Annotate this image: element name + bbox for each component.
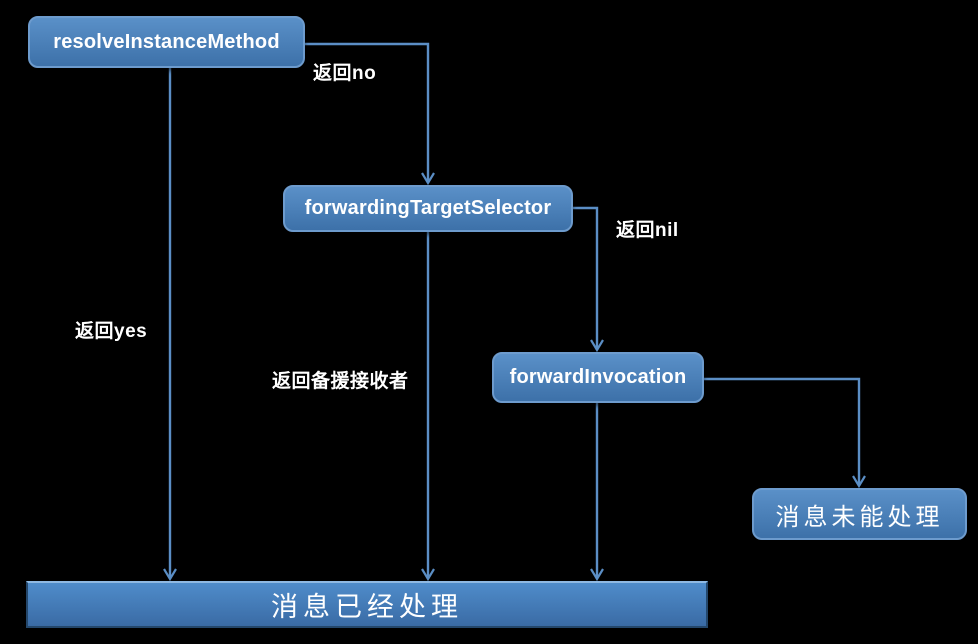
node-resolve-instance-method: resolveInstanceMethod (28, 16, 305, 68)
edge-label-return-yes: 返回yes (75, 321, 148, 342)
edge-label-return-nil: 返回nil (616, 220, 679, 241)
edge-label-return-backup-receiver: 返回备援接收者 (272, 371, 409, 392)
edge-resolve-to-forwarding-target (305, 42, 435, 186)
node-message-unhandled: 消息未能处理 (752, 488, 967, 540)
edge-label-return-no: 返回no (313, 63, 377, 84)
node-forwarding-target-selector: forwardingTargetSelector (283, 185, 573, 232)
edge-forward-invocation-to-unhandled (704, 377, 866, 489)
node-message-handled-bar: 消息已经处理 (26, 581, 708, 628)
node-forward-invocation: forwardInvocation (492, 352, 704, 403)
edge-forwarding-target-to-forward-invocation (573, 206, 604, 353)
